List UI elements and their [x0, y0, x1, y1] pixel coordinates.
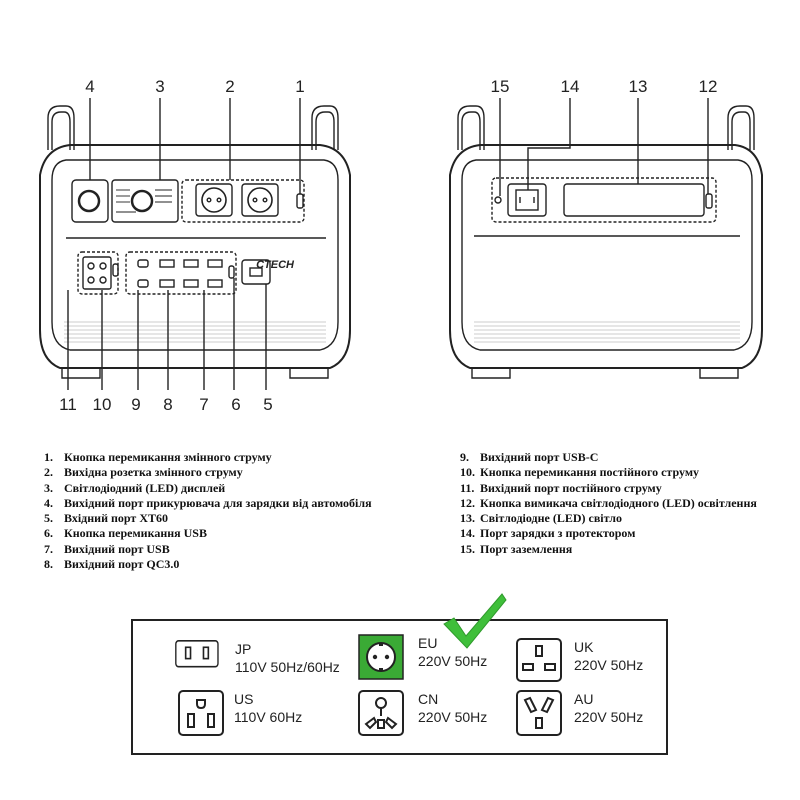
callout-numbers-front: 4 3 2 1 — [85, 77, 304, 96]
jp-plug-icon — [175, 640, 219, 668]
legend-item: 4.Вихідний порт прикурювача для зарядки … — [44, 495, 372, 510]
legend-item: 14.Порт зарядки з протектором — [460, 526, 636, 541]
legend-item: 10.Кнопка перемикання постійного струму — [460, 465, 699, 480]
legend-item: 13.Світлодіодне (LED) світло — [460, 511, 622, 526]
legend-right: 9.Вихідний порт USB-C 10.Кнопка перемика… — [460, 450, 757, 557]
callout-5: 5 — [263, 395, 272, 414]
plug-region: JP — [235, 641, 252, 657]
plug-au: AU 220V 50Hz — [516, 690, 643, 736]
legend-left: 1.Кнопка перемикання змінного струму 2.В… — [44, 450, 372, 572]
brand-logo: CTECH — [256, 259, 295, 271]
callout-4: 4 — [85, 77, 94, 96]
plug-spec: 220V 50Hz — [418, 653, 488, 669]
callout-15: 15 — [491, 77, 510, 96]
plug-cn: CN 220V 50Hz — [358, 690, 487, 736]
plug-region: US — [234, 691, 254, 707]
us-plug-icon — [178, 690, 224, 736]
legend-item: 12.Кнопка вимикача світлодіодного (LED) … — [460, 495, 757, 510]
uk-plug-icon — [516, 638, 562, 682]
plug-spec: 220V 50Hz — [574, 657, 644, 673]
callout-13: 13 — [629, 77, 648, 96]
plug-spec: 220V 50Hz — [418, 709, 488, 725]
legend-item: 6.Кнопка перемикання USB — [44, 526, 207, 541]
plug-us: US 110V 60Hz — [178, 690, 302, 736]
callout-7: 7 — [199, 395, 208, 414]
legend-item: 7.Вихідний порт USB — [44, 541, 170, 556]
plug-region: EU — [418, 635, 438, 651]
plug-jp: JP 110V 50Hz/60Hz — [165, 640, 340, 676]
legend-item: 5.Вхідний порт XT60 — [44, 511, 168, 526]
callout-1: 1 — [295, 77, 304, 96]
callout-6: 6 — [231, 395, 240, 414]
legend-item: 11.Вихідний порт постійного струму — [460, 480, 662, 495]
callout-14: 14 — [561, 77, 580, 96]
back-view — [449, 98, 763, 379]
legend-item: 2.Вихідна розетка змінного струму — [44, 465, 243, 480]
callout-11: 11 — [59, 395, 77, 414]
eu-plug-icon — [358, 634, 404, 680]
au-plug-icon — [516, 690, 562, 736]
callout-12: 12 — [699, 77, 718, 96]
legend-item: 1.Кнопка перемикання змінного струму — [44, 450, 272, 464]
callout-10: 10 — [93, 395, 112, 414]
callout-9: 9 — [131, 395, 140, 414]
legend-item: 9.Вихідний порт USB-C — [460, 450, 599, 464]
callout-3: 3 — [155, 77, 164, 96]
plug-region: AU — [574, 691, 594, 707]
plug-eu: EU 220V 50Hz — [358, 634, 487, 680]
plug-spec: 220V 50Hz — [574, 709, 644, 725]
plug-region: UK — [574, 639, 594, 655]
callout-numbers-bottom: 11 10 9 8 7 6 5 — [59, 395, 273, 414]
plug-spec: 110V 60Hz — [234, 709, 303, 725]
legend-item: 8.Вихідний порт QC3.0 — [44, 557, 180, 572]
plug-uk: UK 220V 50Hz — [516, 638, 643, 682]
device-diagram: CTECH 4 3 2 1 15 14 13 12 11 10 9 8 7 6 … — [39, 77, 763, 414]
callout-8: 8 — [163, 395, 172, 414]
plug-spec: 110V 50Hz/60Hz — [235, 659, 340, 675]
checkmark-icon — [443, 593, 507, 649]
socket-types-box — [131, 619, 668, 755]
callout-numbers-back: 15 14 13 12 — [491, 77, 718, 96]
legend-item: 3.Світлодіодний (LED) дисплей — [44, 480, 226, 495]
legend-item: 15.Порт заземлення — [460, 541, 573, 556]
cn-plug-icon — [358, 690, 404, 736]
callout-2: 2 — [225, 77, 234, 96]
plug-region: CN — [418, 691, 439, 707]
front-view — [39, 98, 351, 390]
